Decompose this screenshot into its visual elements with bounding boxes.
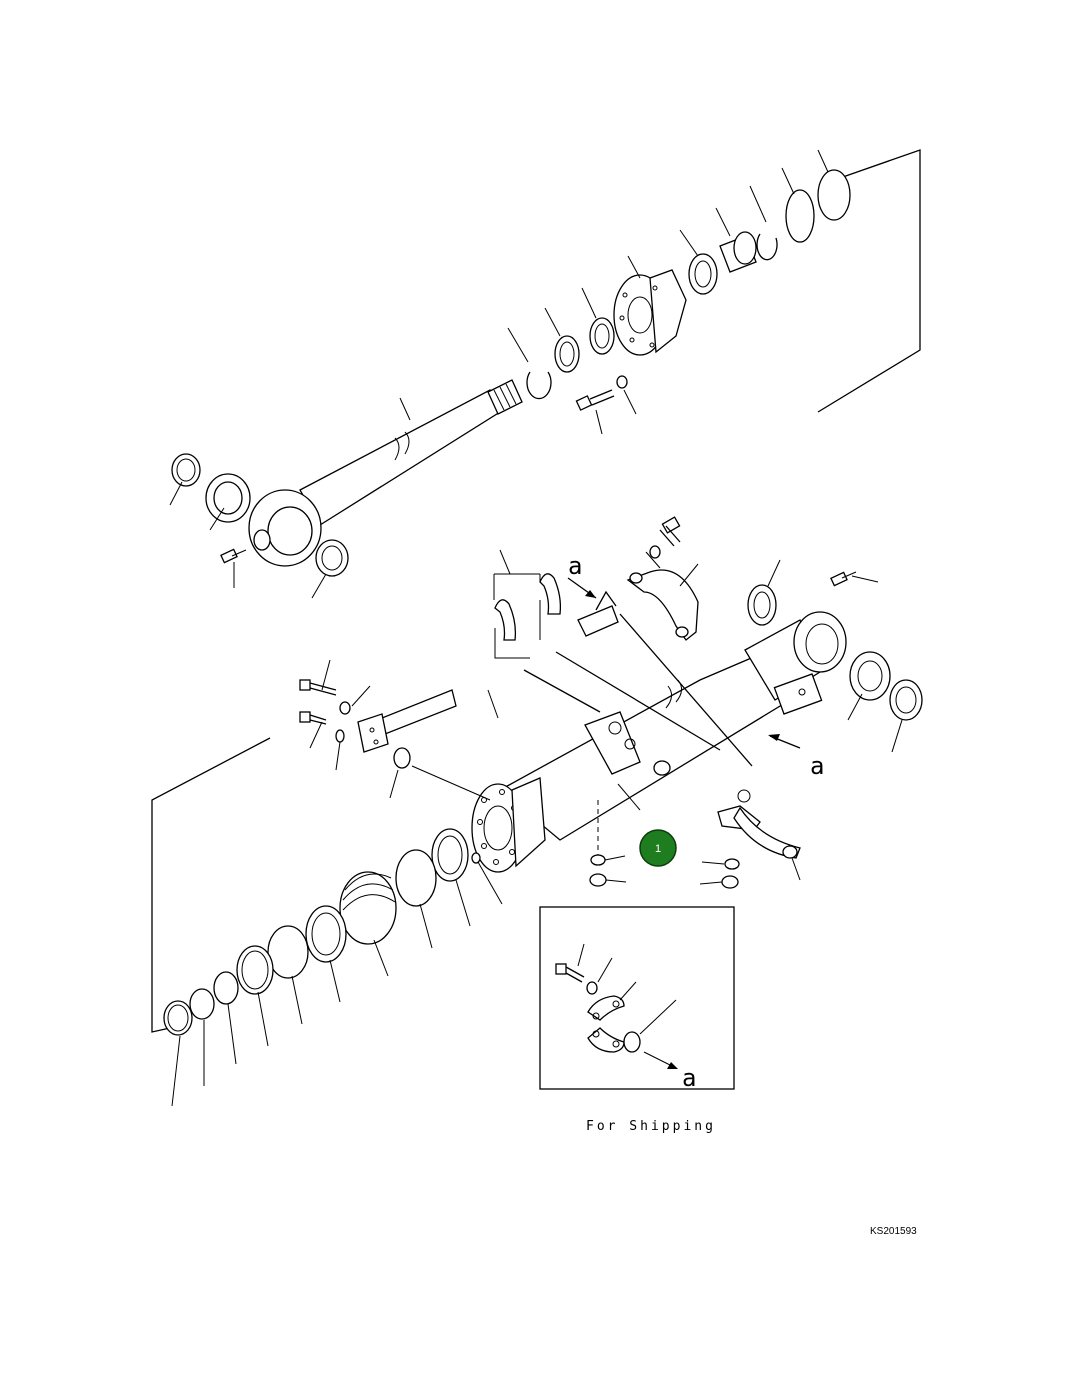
rod-packing bbox=[688, 253, 718, 295]
snap-ring bbox=[526, 371, 552, 400]
clamp bbox=[626, 569, 699, 641]
pipe-bolts bbox=[299, 679, 351, 743]
o-ring bbox=[393, 747, 411, 769]
shipping-caption: For Shipping bbox=[586, 1119, 716, 1134]
rod-thread bbox=[487, 379, 523, 415]
buffer-ring bbox=[554, 335, 580, 373]
bushing bbox=[849, 651, 891, 701]
leader-lines-upper bbox=[169, 149, 829, 599]
tube-clamp bbox=[584, 711, 671, 776]
callout-number[interactable]: 1 bbox=[655, 843, 661, 855]
piston-rod-assembly bbox=[169, 149, 921, 599]
dust-seal bbox=[889, 679, 923, 721]
rod-eye bbox=[248, 489, 322, 567]
backup-ring bbox=[589, 317, 615, 355]
o-ring bbox=[817, 169, 851, 221]
shipping-clamp-lower bbox=[587, 1027, 625, 1053]
cylinder-bottom-eye bbox=[744, 611, 847, 715]
dust-seal bbox=[171, 453, 201, 487]
shipping-bolt bbox=[555, 963, 585, 983]
clamp-bolt bbox=[659, 516, 681, 547]
grease-fitting bbox=[830, 571, 857, 587]
dust-seal bbox=[785, 189, 815, 243]
drawing-code: KS201593 bbox=[870, 1226, 917, 1237]
callout-circle[interactable] bbox=[639, 829, 677, 867]
seal-ring bbox=[315, 539, 349, 577]
view-a-marker-right: a bbox=[768, 734, 824, 780]
lower-clamp bbox=[717, 789, 801, 859]
head-bolt bbox=[575, 389, 615, 411]
view-a-label: a bbox=[810, 752, 824, 780]
snap-ring bbox=[756, 233, 778, 261]
shipping-clamp-upper bbox=[587, 995, 625, 1021]
tube-lines bbox=[357, 613, 753, 767]
nuts-and-washers bbox=[589, 800, 740, 889]
hose-assembly bbox=[494, 573, 619, 659]
cylinder-head bbox=[613, 269, 687, 356]
view-a-marker-top: a bbox=[567, 552, 597, 599]
shipping-inset-frame bbox=[539, 906, 735, 1090]
cylinder-flange bbox=[471, 777, 546, 873]
piston-parts bbox=[163, 828, 481, 1036]
view-a-label: a bbox=[682, 1064, 696, 1092]
view-a-label: a bbox=[568, 552, 582, 580]
leader-lines-lower bbox=[171, 549, 903, 1107]
washer bbox=[616, 375, 628, 389]
dust-seal bbox=[747, 584, 777, 626]
washer bbox=[649, 545, 661, 559]
grease-fitting bbox=[220, 548, 247, 564]
cylinder-tube-assembly: a a bbox=[151, 516, 923, 1107]
shipping-inset: a bbox=[539, 906, 735, 1092]
spacer bbox=[623, 1031, 641, 1053]
washer bbox=[586, 981, 598, 995]
callout-marker-1[interactable]: 1 bbox=[639, 829, 677, 867]
